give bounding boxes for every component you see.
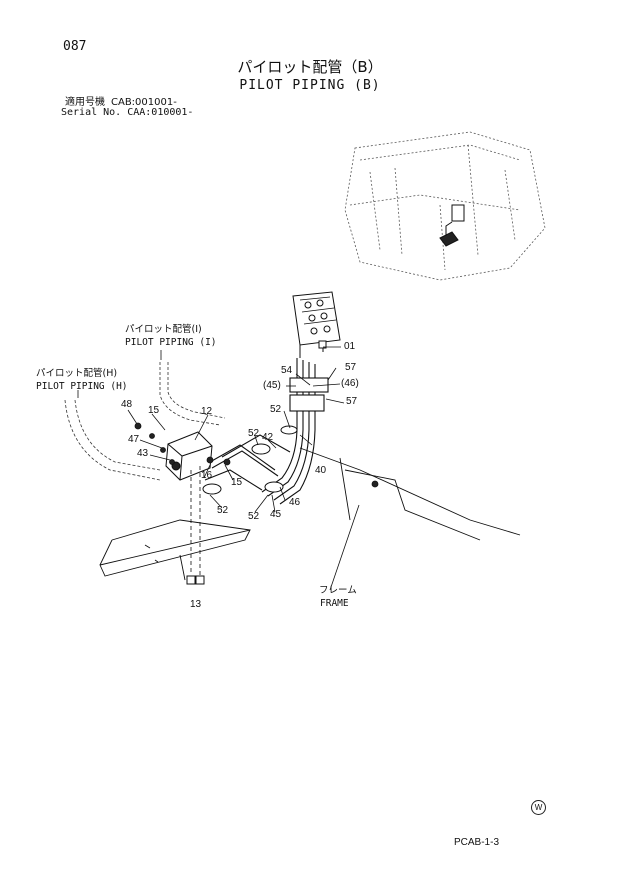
callout-57-bottom: 57 bbox=[346, 396, 358, 407]
control-valve bbox=[292, 291, 341, 358]
callout-47: 47 bbox=[128, 434, 140, 445]
footer-code: PCAB-1-3 bbox=[454, 837, 500, 848]
callout-12: 12 bbox=[201, 406, 213, 417]
bolts-13 bbox=[186, 575, 205, 585]
horizontal-hoses bbox=[204, 434, 291, 491]
hose-bundle-vertical bbox=[261, 358, 329, 505]
callout-15-lower: 15 bbox=[231, 477, 243, 488]
page-number: 087 bbox=[63, 39, 87, 54]
callout-52-lower: 52 bbox=[248, 511, 260, 522]
pilot-h-label-en: PILOT PIPING (H) bbox=[36, 381, 128, 392]
callout-45: 45 bbox=[270, 509, 282, 520]
serial-japanese: 適用号機 CAB:001001- bbox=[65, 98, 177, 108]
callout-46-paren: (46) bbox=[341, 378, 359, 389]
title-japanese: パイロット配管（B） bbox=[237, 58, 383, 76]
callout-45-paren: (45) bbox=[263, 380, 281, 391]
callout-43: 43 bbox=[137, 448, 149, 459]
serial-jp-value: CAB:001001- bbox=[111, 97, 177, 108]
serial-jp-label: 適用号機 bbox=[65, 97, 105, 108]
bolt-drop-lines-13 bbox=[190, 466, 201, 575]
callout-52-left: 52 bbox=[217, 505, 229, 516]
pilot-i-label-jp: パイロット配管(I) bbox=[125, 324, 202, 335]
callout-15-upper: 15 bbox=[148, 405, 160, 416]
callout-01: 01 bbox=[344, 341, 356, 352]
frame-outline bbox=[99, 447, 521, 581]
small-fittings bbox=[134, 422, 379, 488]
frame-label-en: FRAME bbox=[320, 598, 349, 609]
w-mark: W bbox=[531, 800, 546, 815]
hose-clamps-52 bbox=[202, 425, 298, 495]
callout-54: 54 bbox=[281, 365, 293, 376]
callout-42: 42 bbox=[262, 432, 274, 443]
serial-en-label: Serial No. bbox=[61, 107, 122, 118]
callout-46: 46 bbox=[289, 497, 301, 508]
serial-english: Serial No. CAA:010001- bbox=[61, 108, 193, 118]
callout-13: 13 bbox=[190, 599, 202, 610]
callout-52-mid: 52 bbox=[248, 428, 260, 439]
title-english: PILOT PIPING (B) bbox=[239, 78, 381, 93]
overview-valve-detail bbox=[439, 204, 465, 247]
callout-40: 40 bbox=[315, 465, 327, 476]
frame-label-jp: フレーム bbox=[319, 585, 357, 596]
pilot-h-outline bbox=[64, 399, 161, 481]
callout-57-top: 57 bbox=[345, 362, 357, 373]
leader-lines bbox=[77, 346, 360, 591]
pilot-i-label-en: PILOT PIPING (I) bbox=[125, 337, 217, 348]
pilot-i-outline bbox=[159, 362, 226, 426]
callout-52-upper: 52 bbox=[270, 404, 282, 415]
serial-en-value: CAA:010001- bbox=[127, 107, 194, 118]
pilot-h-label-jp: パイロット配管(H) bbox=[36, 368, 118, 379]
machine-overview-sketch bbox=[344, 131, 546, 281]
callout-48: 48 bbox=[121, 399, 133, 410]
callout-16: 16 bbox=[201, 470, 213, 481]
